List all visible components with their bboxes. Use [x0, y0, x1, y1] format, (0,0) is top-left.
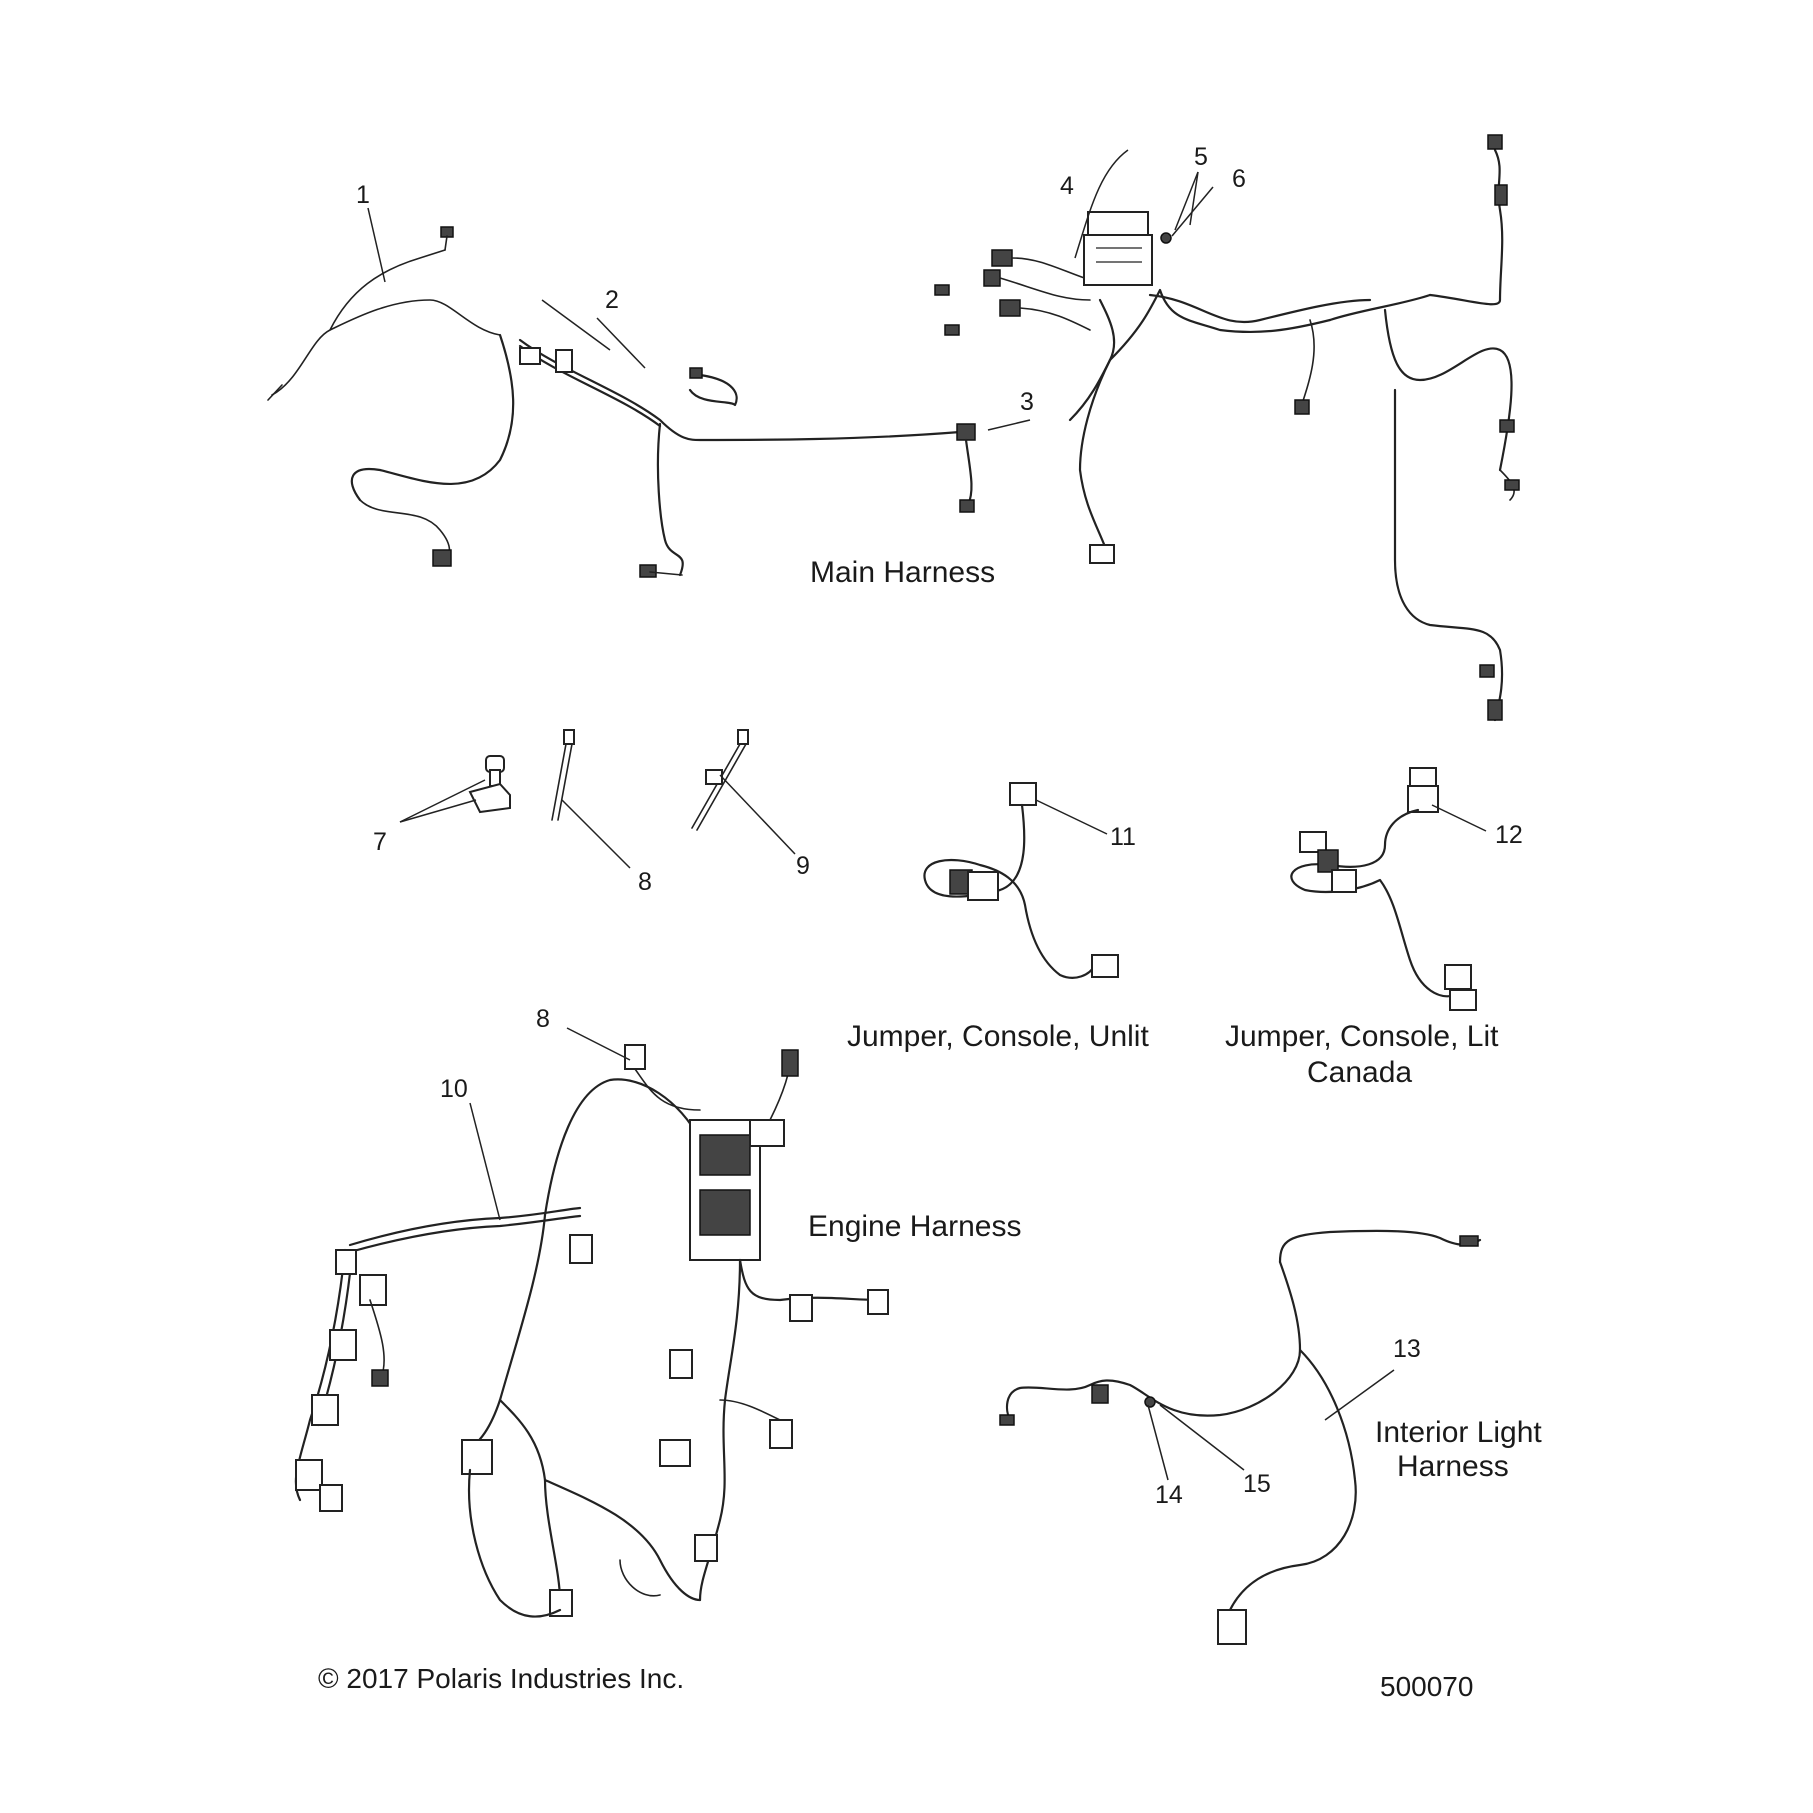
caption-engine-harness: Engine Harness	[808, 1210, 1021, 1243]
callout-14: 14	[1155, 1481, 1183, 1509]
footer: © 2017 Polaris Industries Inc. 500070	[318, 1663, 1473, 1702]
main-harness-drawing	[267, 134, 1520, 722]
caption-jumper-lit-canada: Canada	[1307, 1056, 1412, 1089]
caption-interior-light: Interior Light	[1375, 1416, 1542, 1449]
callout-6: 6	[1232, 165, 1246, 193]
callout-12: 12	[1495, 821, 1523, 849]
callout-1: 1	[356, 181, 370, 209]
callout-15: 15	[1243, 1470, 1271, 1498]
callout-9: 9	[796, 852, 810, 880]
callout-8-engine: 8	[536, 1005, 550, 1033]
caption-main-harness: Main Harness	[810, 556, 995, 589]
callout-5: 5	[1194, 143, 1208, 171]
callout-3: 3	[1020, 388, 1034, 416]
callout-7: 7	[373, 828, 387, 856]
copyright-notice: © 2017 Polaris Industries Inc.	[318, 1663, 684, 1694]
callout-11: 11	[1110, 823, 1136, 851]
callout-10: 10	[440, 1075, 468, 1103]
callout-numbers: 1 2 3 4 5 6 7 8 9 11 12 8 10 13 14 15	[356, 143, 1523, 1509]
engine-harness-drawing	[294, 1044, 889, 1618]
jumper-unlit-drawing	[923, 782, 1119, 979]
captions: Main Harness Jumper, Console, Unlit Jump…	[808, 556, 1542, 1483]
callout-4: 4	[1060, 172, 1074, 200]
caption-interior-light-harness: Harness	[1397, 1450, 1509, 1483]
callout-2: 2	[605, 286, 619, 314]
callout-8-hardware: 8	[638, 868, 652, 896]
interior-light-harness-drawing	[999, 1229, 1482, 1645]
hardware-drawing	[468, 729, 749, 831]
figure-number: 500070	[1380, 1671, 1473, 1702]
caption-jumper-unlit: Jumper, Console, Unlit	[847, 1020, 1149, 1053]
caption-jumper-lit: Jumper, Console, Lit	[1225, 1020, 1499, 1053]
leader-lines	[367, 149, 1487, 1481]
jumper-lit-drawing	[1290, 767, 1477, 1011]
callout-13: 13	[1393, 1335, 1421, 1363]
